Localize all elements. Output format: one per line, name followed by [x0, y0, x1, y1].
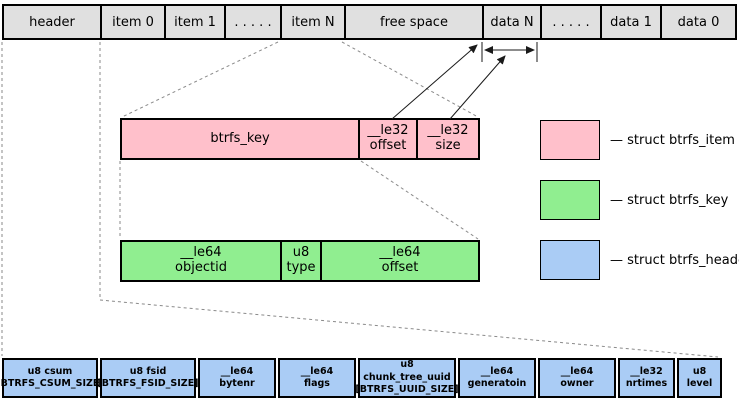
- legend-item-btrfs-item: — struct btrfs_item: [540, 120, 735, 160]
- btrfs-header-field-bytenr: __le64 bytenr: [198, 358, 276, 398]
- node-layout-row: header item 0 item 1 . . . . . item N fr…: [2, 4, 737, 40]
- btrfs-header-field-fsid: u8 fsid [BTRFS_FSID_SIZE]: [97, 358, 199, 398]
- struct-btrfs-item-box: btrfs_key __le32 offset __le32 size: [120, 118, 480, 160]
- struct-btrfs-header-row: u8 csum [BTRFS_CSUM_SIZE] u8 fsid [BTRFS…: [0, 358, 722, 398]
- btrfs-header-field-chunk-tree-uuid: u8 chunk_tree_uuid [BTRFS_UUID_SIZE]: [355, 358, 459, 398]
- dashed-line-itemN-to-pink-left: [121, 41, 279, 118]
- btrfs-key-field-offset: __le64 offset: [320, 242, 478, 280]
- node-cell-header: header: [29, 14, 75, 30]
- legend-item-btrfs-key: — struct btrfs_key: [540, 180, 728, 220]
- node-cell-data-0: data 0: [660, 6, 735, 38]
- legend-label-btrfs-item: — struct btrfs_item: [610, 132, 735, 148]
- btrfs-header-field-owner: __le64 owner: [538, 358, 616, 398]
- node-cell-free-space: free space: [344, 6, 482, 38]
- green-swatch: [540, 180, 600, 220]
- btrfs-header-field-flags: __le64 flags: [278, 358, 356, 398]
- btrfs-key-field-type: u8 type: [280, 242, 320, 280]
- legend-label-btrfs-header: — struct btrfs_header: [610, 252, 739, 268]
- btrfs-item-field-key: btrfs_key: [210, 130, 270, 146]
- legend-item-btrfs-header: — struct btrfs_header: [540, 240, 739, 280]
- struct-btrfs-key-box: __le64 objectid u8 type __le64 offset: [120, 240, 480, 282]
- legend-label-btrfs-key: — struct btrfs_key: [610, 192, 729, 208]
- node-cell-item-dots: . . . . .: [224, 6, 280, 38]
- btrfs-key-field-objectid: __le64 objectid: [175, 245, 227, 275]
- node-cell-item-0: item 0: [100, 6, 164, 38]
- offset-pointer-arrow: [391, 44, 478, 120]
- btrfs-header-field-generation: __le64 generatoin: [458, 358, 536, 398]
- dashed-line-itemN-to-pink-right: [341, 41, 479, 118]
- btrfs-header-field-csum: u8 csum [BTRFS_CSUM_SIZE]: [0, 358, 104, 398]
- btrfs-item-field-size: __le32 size: [416, 120, 478, 158]
- btrfs-header-field-nrtimes: __le32 nrtimes: [618, 358, 675, 398]
- size-pointer-arrow: [449, 55, 506, 120]
- node-cell-item-n: item N: [280, 6, 344, 38]
- blue-swatch: [540, 240, 600, 280]
- node-cell-item-1: item 1: [164, 6, 224, 38]
- dashed-line-pink-to-green-right: [360, 160, 479, 240]
- btrfs-header-field-level: u8 level: [677, 358, 722, 398]
- node-cell-data-n: data N: [482, 6, 540, 38]
- node-cell-data-dots: . . . . .: [540, 6, 600, 38]
- pink-swatch: [540, 120, 600, 160]
- btrfs-item-field-offset: __le32 offset: [358, 120, 416, 158]
- node-cell-data-1: data 1: [600, 6, 660, 38]
